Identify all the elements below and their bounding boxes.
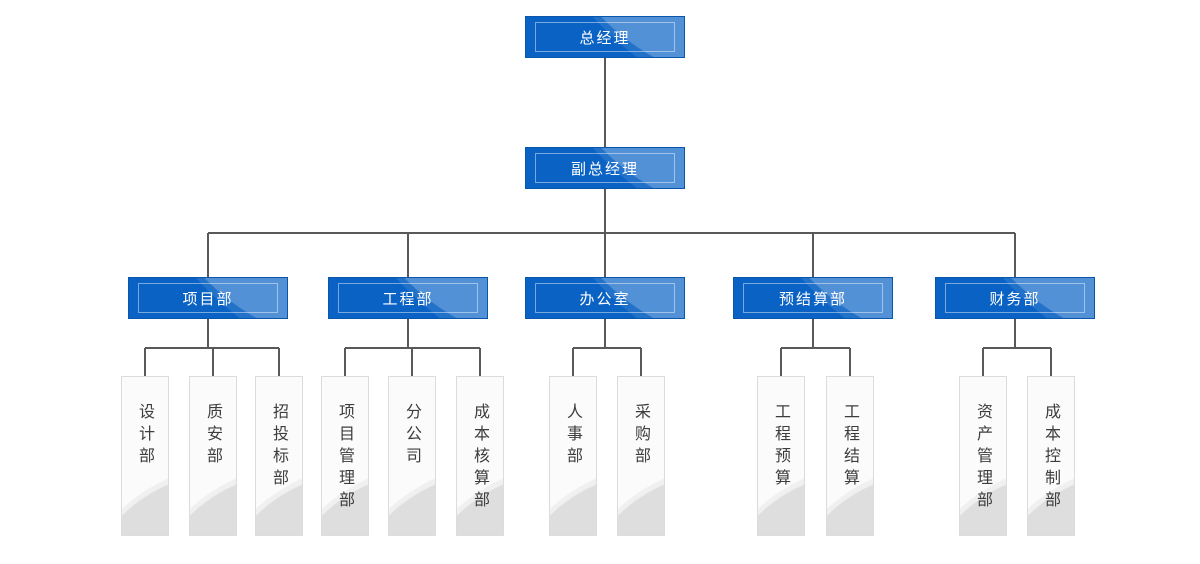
leaf-label: 分公司 — [403, 403, 422, 469]
leaf-engineering-budget: 工程预算 — [757, 376, 805, 536]
leaf-label: 成本核算部 — [471, 403, 490, 513]
node-general-manager: 总经理 — [525, 16, 685, 58]
connector-rail — [207, 232, 1016, 277]
node-label: 工程部 — [382, 289, 434, 308]
node-label: 项目部 — [182, 289, 234, 308]
leaf-design-dept: 设计部 — [121, 376, 169, 536]
leaf-asset-management-dept: 资产管理部 — [959, 376, 1007, 536]
leaf-label: 项目管理部 — [336, 403, 355, 513]
node-finance-dept: 财务部 — [935, 277, 1095, 319]
leaf-hr-dept: 人事部 — [549, 376, 597, 536]
leaf-label: 人事部 — [564, 403, 583, 469]
leaf-label: 采购部 — [632, 403, 651, 469]
connector-group-engineering — [344, 319, 481, 376]
node-label: 总经理 — [579, 28, 631, 47]
leaf-quality-safety-dept: 质安部 — [189, 376, 237, 536]
leaf-label: 招投标部 — [270, 403, 289, 491]
leaf-label: 质安部 — [204, 403, 223, 469]
node-label: 办公室 — [579, 289, 631, 308]
node-label: 副总经理 — [570, 159, 639, 178]
leaf-label: 工程结算 — [841, 403, 860, 491]
connector-group-budget — [780, 319, 851, 376]
connector-group-office — [572, 319, 642, 376]
connector-group-project — [144, 319, 280, 376]
node-office: 办公室 — [525, 277, 685, 319]
leaf-cost-accounting-dept: 成本核算部 — [456, 376, 504, 536]
node-project-dept: 项目部 — [128, 277, 288, 319]
leaf-bidding-dept: 招投标部 — [255, 376, 303, 536]
node-budget-settlement-dept: 预结算部 — [733, 277, 893, 319]
connector-group-finance — [982, 319, 1052, 376]
leaf-branch-company: 分公司 — [388, 376, 436, 536]
leaf-project-management-dept: 项目管理部 — [321, 376, 369, 536]
leaf-label: 资产管理部 — [974, 403, 993, 513]
node-deputy-general-manager: 副总经理 — [525, 147, 685, 189]
leaf-purchasing-dept: 采购部 — [617, 376, 665, 536]
node-engineering-dept: 工程部 — [328, 277, 488, 319]
leaf-label: 成本控制部 — [1042, 403, 1061, 513]
leaf-engineering-settlement: 工程结算 — [826, 376, 874, 536]
node-label: 财务部 — [989, 289, 1041, 308]
leaf-cost-control-dept: 成本控制部 — [1027, 376, 1075, 536]
leaf-label: 设计部 — [136, 403, 155, 469]
leaf-label: 工程预算 — [772, 403, 791, 491]
node-label: 预结算部 — [778, 289, 847, 308]
